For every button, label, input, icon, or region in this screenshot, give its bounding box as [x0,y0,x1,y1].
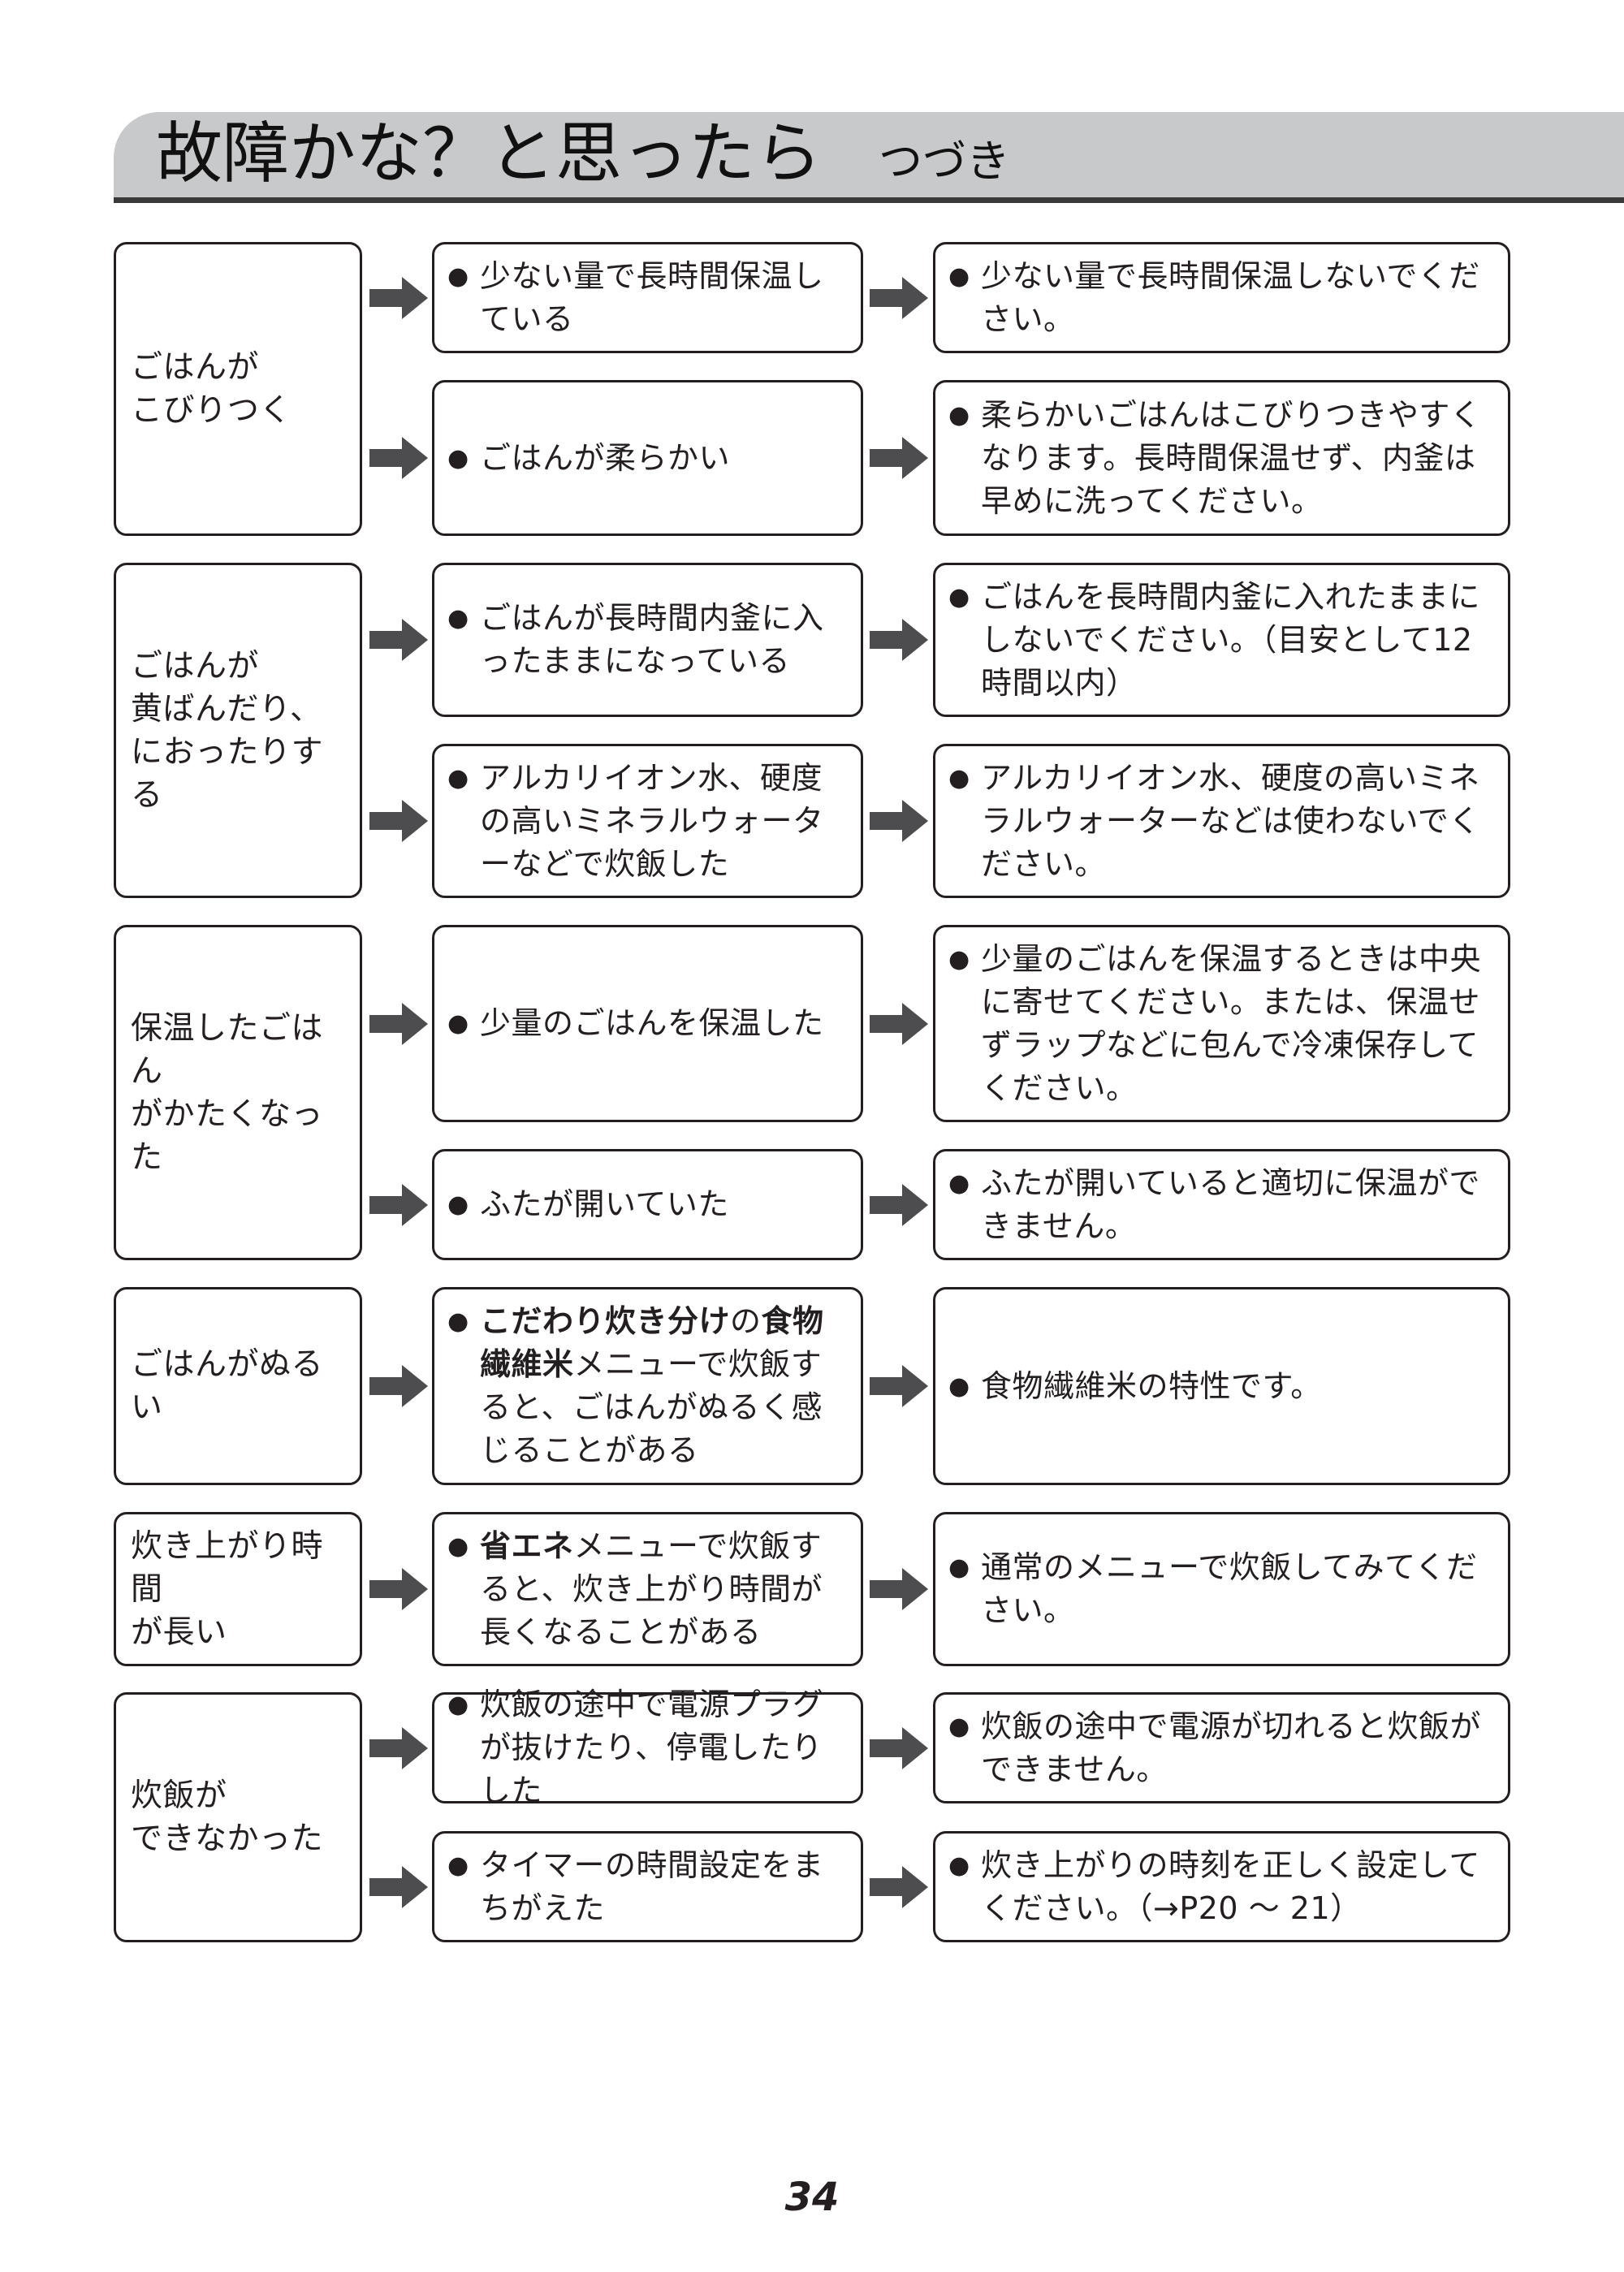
cause-box: ●炊飯の途中で電源プラグが抜けたり、停電したりした [432,1687,863,1808]
symptom-box: 保温したごはんがかたくなった [114,925,362,1260]
section-header: 故障かな？と思ったら つづき [114,112,1624,203]
symptom-text: ごはんがぬるい [131,1346,324,1426]
cause-text: ●ごはんが柔らかい [434,437,745,480]
arrow-right-icon [369,1568,428,1610]
arrow-right-icon [870,619,928,661]
cause-text: ●タイマーの時間設定をまちがえた [434,1844,861,1930]
remedy-box: ●少ない量で長時間保温しないでください。 [933,242,1510,353]
bullet-icon: ● [447,763,469,793]
remedy-box: ●柔らかいごはんはこびりつきやすくなります。長時間保温せず、内釜は早めに洗ってく… [933,380,1510,536]
cause-text: ●少ない量で長時間保温している [434,255,861,341]
arrow-right-icon [870,437,928,479]
remedy-box: ●通常のメニューで炊飯してみてください。 [933,1512,1510,1666]
bullet-icon: ● [948,763,970,793]
symptom-box: 炊飯ができなかった [114,1692,362,1942]
arrow-right-icon [369,619,428,661]
cause-box: ●ごはんが柔らかい [432,380,863,536]
symptom-text: ごはんが黄ばんだり、におったりする [131,647,324,814]
cause-box: ●省エネメニューで炊飯すると、炊き上がり時間が長くなることがある [432,1512,863,1666]
remedy-text: ●通常のメニューで炊飯してみてください。 [935,1546,1508,1632]
bullet-icon: ● [447,1307,469,1336]
cause-text: ●アルカリイオン水、硬度の高いミネラルウォーターなどで炊飯した [434,757,861,886]
remedy-box: ●アルカリイオン水、硬度の高いミネラルウォーターなどは使わないでください。 [933,744,1510,898]
bullet-icon: ● [948,261,970,291]
arrow-right-icon [870,1866,928,1908]
symptom-box: ごはんが黄ばんだり、におったりする [114,563,362,898]
bullet-icon: ● [948,400,970,430]
arrow-right-icon [870,1003,928,1045]
bullet-icon: ● [447,1691,469,1719]
bullet-icon: ● [447,604,469,633]
arrow-right-icon [369,1866,428,1908]
page-number: 34 [784,2175,840,2220]
remedy-text: ●柔らかいごはんはこびりつきやすくなります。長時間保温せず、内釜は早めに洗ってく… [935,394,1508,523]
remedy-text: ●少量のごはんを保温するときは中央に寄せてください。または、保温せずラップなどに… [935,938,1508,1110]
cause-text: ●少量のごはんを保温した [434,1002,839,1045]
title-continued: つづき [879,136,1011,187]
cause-box: ●少量のごはんを保温した [432,925,863,1122]
cause-box: ●タイマーの時間設定をまちがえた [432,1831,863,1942]
remedy-box: ●少量のごはんを保温するときは中央に寄せてください。または、保温せずラップなどに… [933,925,1510,1122]
cause-box: ●こだわり炊き分けの食物繊維米メニューで炊飯すると、ごはんがぬるく感じることがあ… [432,1287,863,1485]
symptom-text: ごはんがこびりつく [131,349,292,429]
bullet-icon: ● [948,582,970,611]
bullet-icon: ● [447,443,469,473]
arrow-right-icon [870,277,928,319]
cause-text: ●ふたが開いていた [434,1183,744,1226]
arrow-right-icon [369,1365,428,1407]
cause-box: ●アルカリイオン水、硬度の高いミネラルウォーターなどで炊飯した [432,744,863,898]
arrow-right-icon [870,1568,928,1610]
remedy-box: ●炊飯の途中で電源が切れると炊飯ができません。 [933,1692,1510,1803]
remedy-text: ●炊き上がりの時刻を正しく設定してください。（→P20 ～ 21） [935,1844,1508,1930]
remedy-box: ●炊き上がりの時刻を正しく設定してください。（→P20 ～ 21） [933,1831,1510,1942]
symptom-box: 炊き上がり時間が長い [114,1512,362,1666]
page-title: 故障かな？と思ったら つづき [156,114,1010,202]
remedy-text: ●食物繊維米の特性です。 [935,1365,1337,1408]
bullet-icon: ● [948,1553,970,1582]
cause-text: ●炊飯の途中で電源プラグが抜けたり、停電したりした [434,1683,861,1812]
bullet-icon: ● [948,1371,970,1401]
bullet-icon: ● [447,1009,469,1038]
arrow-right-icon [369,1003,428,1045]
arrow-right-icon [870,1365,928,1407]
cause-box: ●少ない量で長時間保温している [432,242,863,353]
bullet-icon: ● [447,1190,469,1219]
symptom-text: 保温したごはんがかたくなった [131,1009,324,1176]
bullet-icon: ● [447,261,469,291]
remedy-text: ●ごはんを長時間内釜に入れたままにしないでください。（目安として12時間以内） [935,576,1508,705]
remedy-text: ●少ない量で長時間保温しないでください。 [935,255,1508,341]
remedy-text: ●ふたが開いていると適切に保温ができません。 [935,1162,1508,1248]
symptom-text: 炊き上がり時間が長い [131,1527,324,1651]
cause-text: ●ごはんが長時間内釜に入ったままになっている [434,597,861,683]
bullet-icon: ● [948,944,970,974]
arrow-right-icon [369,1184,428,1226]
bullet-icon: ● [948,1851,970,1880]
title-text: 故障かな？と思ったら [156,115,823,192]
cause-box: ●ふたが開いていた [432,1149,863,1260]
remedy-text: ●炊飯の途中で電源が切れると炊飯ができません。 [935,1705,1508,1791]
remedy-box: ●食物繊維米の特性です。 [933,1287,1510,1485]
arrow-right-icon [369,1727,428,1769]
arrow-right-icon [870,800,928,842]
arrow-right-icon [369,437,428,479]
bullet-icon: ● [948,1712,970,1741]
bullet-icon: ● [447,1531,469,1561]
remedy-box: ●ごはんを長時間内釜に入れたままにしないでください。（目安として12時間以内） [933,563,1510,717]
bullet-icon: ● [447,1851,469,1880]
arrow-right-icon [870,1184,928,1226]
bullet-icon: ● [948,1168,970,1198]
arrow-right-icon [369,800,428,842]
symptom-box: ごはんがぬるい [114,1287,362,1485]
symptom-box: ごはんがこびりつく [114,242,362,536]
remedy-text: ●アルカリイオン水、硬度の高いミネラルウォーターなどは使わないでください。 [935,757,1508,886]
symptom-text: 炊飯ができなかった [131,1777,324,1857]
arrow-right-icon [870,1727,928,1769]
cause-text: ●こだわり炊き分けの食物繊維米メニューで炊飯すると、ごはんがぬるく感じることがあ… [434,1300,861,1472]
cause-box: ●ごはんが長時間内釜に入ったままになっている [432,563,863,717]
cause-text: ●省エネメニューで炊飯すると、炊き上がり時間が長くなることがある [434,1525,861,1654]
remedy-box: ●ふたが開いていると適切に保温ができません。 [933,1149,1510,1260]
arrow-right-icon [369,277,428,319]
